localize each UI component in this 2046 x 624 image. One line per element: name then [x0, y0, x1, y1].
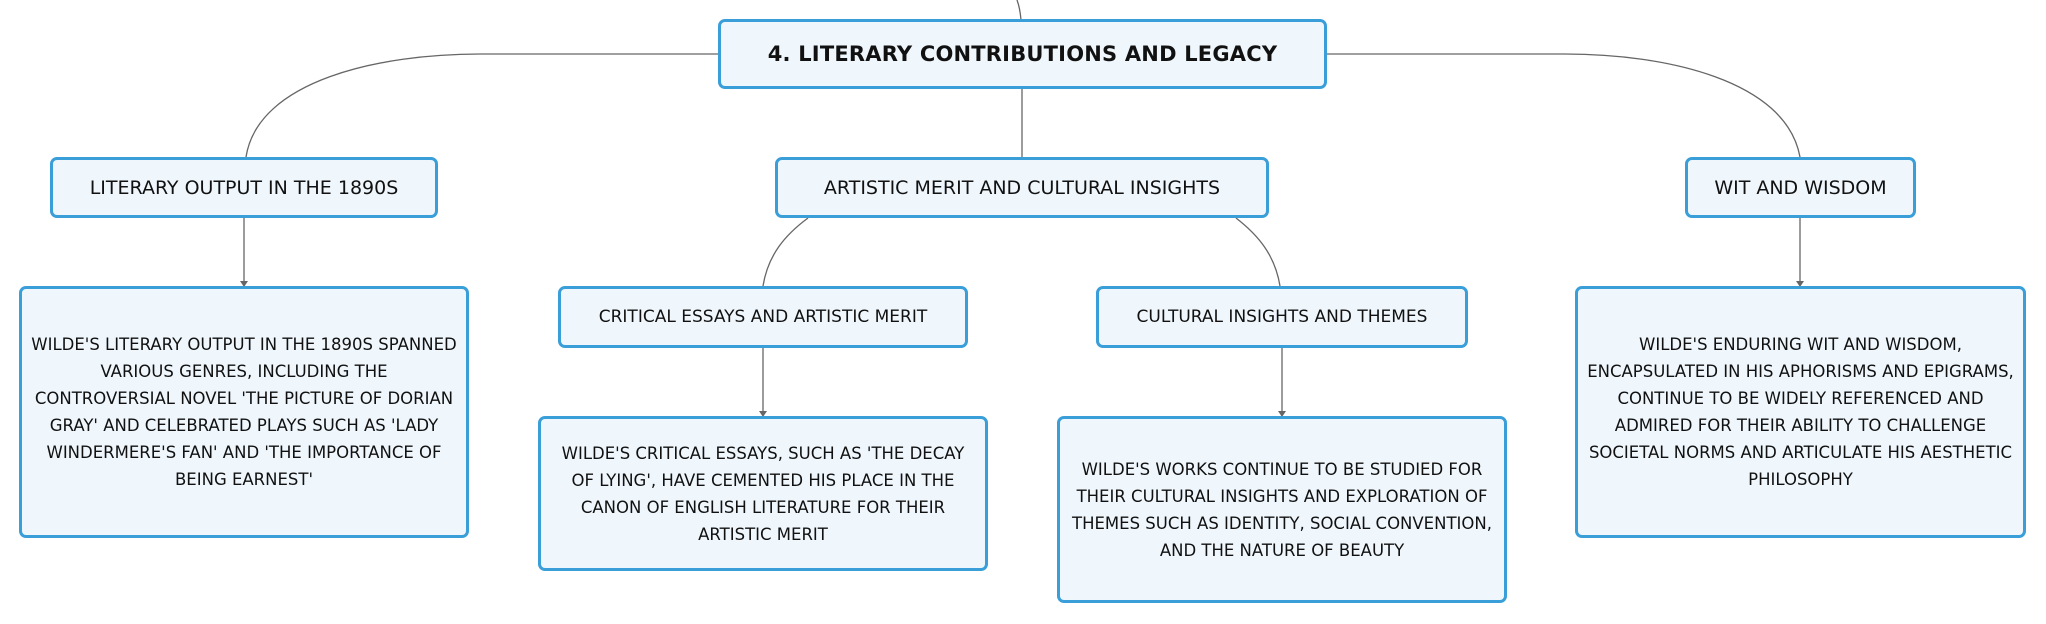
connector-root-to-wit-wisdom [1326, 53, 1801, 158]
subtopic-cultural-insights-node[interactable]: CULTURAL INSIGHTS AND THEMES [1096, 286, 1468, 348]
detail-cultural-insights-node[interactable]: WILDE'S WORKS CONTINUE TO BE STUDIED FOR… [1057, 416, 1507, 603]
arrowhead [759, 411, 767, 417]
branch-wit-wisdom-node[interactable]: WIT AND WISDOM [1685, 157, 1916, 218]
detail-critical-essays-node[interactable]: WILDE'S CRITICAL ESSAYS, SUCH AS 'THE DE… [538, 416, 988, 571]
detail-literary-output-node[interactable]: WILDE'S LITERARY OUTPUT IN THE 1890S SPA… [19, 286, 469, 538]
connector-artistic-to-cultural-insights [1235, 217, 1281, 287]
branch-label: WIT AND WISDOM [1714, 176, 1887, 199]
detail-text: WILDE'S ENDURING WIT AND WISDOM, ENCAPSU… [1587, 335, 2014, 489]
subtopic-critical-essays-node[interactable]: CRITICAL ESSAYS AND ARTISTIC MERIT [558, 286, 968, 348]
arrowhead [1796, 281, 1804, 287]
root-topic-node[interactable]: 4. LITERARY CONTRIBUTIONS AND LEGACY [718, 19, 1327, 89]
detail-wit-wisdom-node[interactable]: WILDE'S ENDURING WIT AND WISDOM, ENCAPSU… [1575, 286, 2026, 538]
branch-literary-output-node[interactable]: LITERARY OUTPUT IN THE 1890S [50, 157, 438, 218]
detail-text: WILDE'S CRITICAL ESSAYS, SUCH AS 'THE DE… [561, 443, 965, 544]
branch-label: LITERARY OUTPUT IN THE 1890S [89, 176, 399, 199]
root-topic-label: 4. LITERARY CONTRIBUTIONS AND LEGACY [767, 42, 1278, 66]
branch-label: ARTISTIC MERIT AND CULTURAL INSIGHTS [823, 176, 1221, 199]
arrowhead [240, 281, 248, 287]
detail-text: WILDE'S WORKS CONTINUE TO BE STUDIED FOR… [1072, 459, 1492, 560]
subtopic-label: CULTURAL INSIGHTS AND THEMES [1136, 307, 1428, 327]
connector-root-to-literary-output [245, 53, 719, 158]
arrowhead [1278, 411, 1286, 417]
branch-artistic-merit-node[interactable]: ARTISTIC MERIT AND CULTURAL INSIGHTS [775, 157, 1269, 218]
detail-text: WILDE'S LITERARY OUTPUT IN THE 1890S SPA… [31, 335, 457, 489]
connector-parent-to-root [1016, 0, 1022, 21]
subtopic-label: CRITICAL ESSAYS AND ARTISTIC MERIT [598, 307, 928, 327]
connector-artistic-to-critical-essays [762, 217, 809, 287]
